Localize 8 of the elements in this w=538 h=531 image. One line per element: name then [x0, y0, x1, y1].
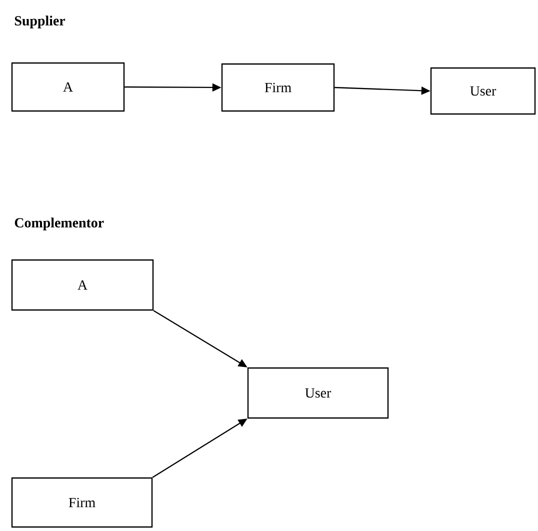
process-box: User: [430, 67, 536, 115]
process-box: User: [247, 367, 389, 419]
process-box: A: [11, 62, 125, 112]
process-box: Firm: [221, 63, 335, 112]
process-box: Firm: [11, 477, 153, 528]
section-heading: Supplier: [14, 16, 66, 28]
section-heading: Complementor: [14, 218, 104, 230]
process-box: A: [11, 259, 154, 311]
